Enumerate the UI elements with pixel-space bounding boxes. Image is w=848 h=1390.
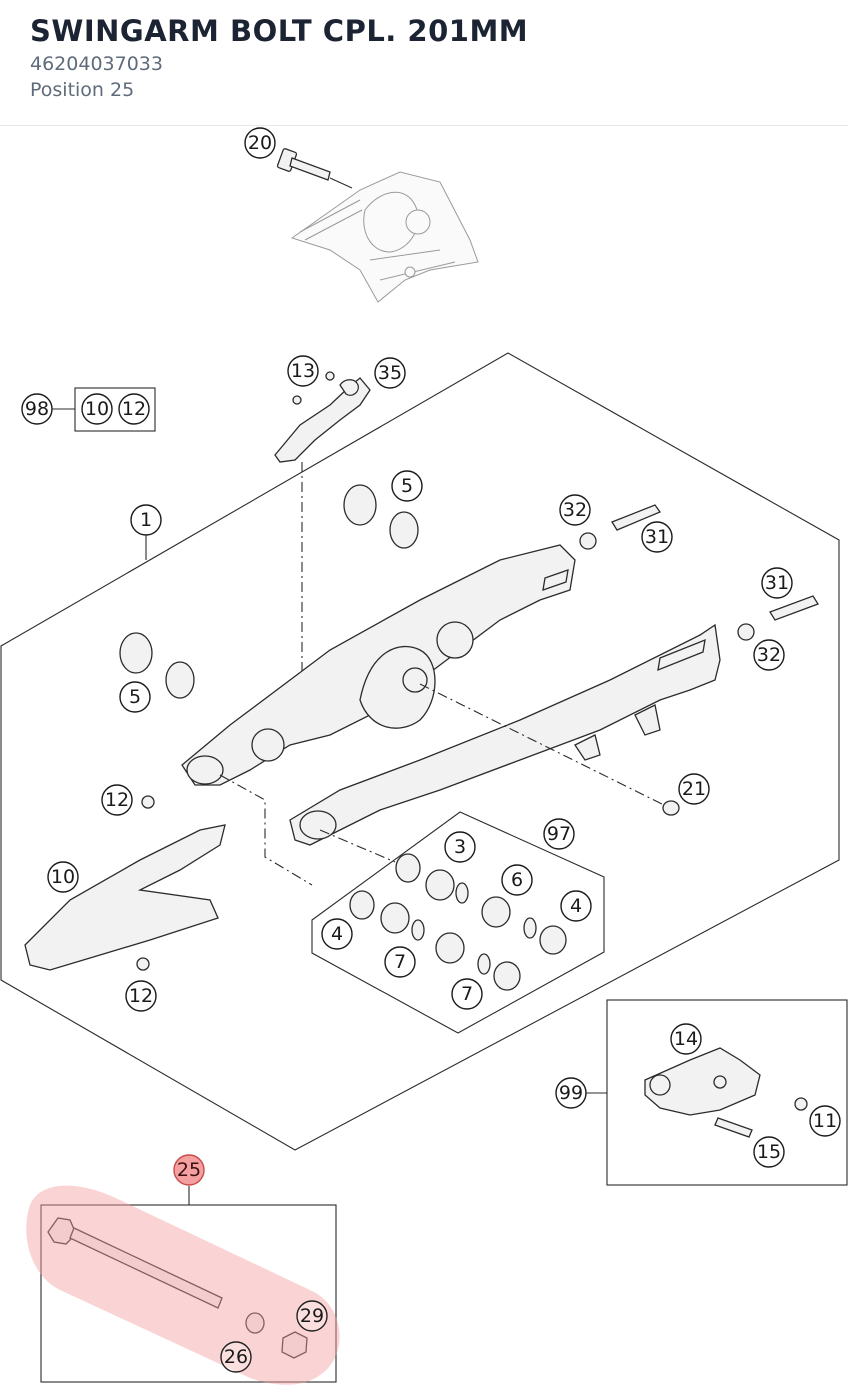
callout-10[interactable]: 10	[47, 861, 79, 893]
selected-part-highlight	[26, 1185, 340, 1385]
svg-text:11: 11	[813, 1110, 837, 1132]
callout-12-lower[interactable]: 12	[125, 980, 157, 1012]
svg-text:20: 20	[248, 132, 272, 154]
callout-5-upper[interactable]: 5	[391, 470, 423, 502]
callout-26[interactable]: 26	[220, 1341, 252, 1373]
chain-slider-bracket	[274, 371, 371, 463]
callout-98[interactable]: 98	[21, 393, 53, 425]
main-assembly-outline	[0, 352, 840, 1151]
svg-text:7: 7	[461, 983, 473, 1005]
svg-text:10: 10	[51, 866, 75, 888]
callout-21[interactable]: 21	[678, 773, 710, 805]
svg-text:26: 26	[224, 1346, 248, 1368]
svg-text:7: 7	[394, 951, 406, 973]
svg-text:12: 12	[122, 398, 146, 420]
part-26-washer	[245, 1312, 265, 1334]
part-5-seals-lower	[119, 632, 195, 699]
callout-97[interactable]: 97	[543, 818, 575, 850]
kit-97-bearings	[349, 853, 567, 991]
callout-98-10[interactable]: 10	[81, 393, 113, 425]
part-31-32-upper	[579, 504, 662, 550]
svg-text:25: 25	[177, 1159, 201, 1181]
callout-35[interactable]: 35	[374, 357, 406, 389]
callout-20[interactable]: 20	[244, 127, 276, 159]
callout-4-right[interactable]: 4	[560, 890, 592, 922]
callout-31-lower[interactable]: 31	[761, 567, 793, 599]
kit-97-outline	[311, 811, 605, 1034]
part-14-chain-guide	[644, 1047, 761, 1116]
swingarm-body	[181, 544, 721, 846]
svg-text:12: 12	[105, 789, 129, 811]
callout-14[interactable]: 14	[670, 1023, 702, 1055]
callout-3[interactable]: 3	[444, 831, 476, 863]
part-31-32-lower	[737, 595, 819, 641]
part-5-seals-upper	[343, 484, 419, 549]
callout-7-left[interactable]: 7	[384, 946, 416, 978]
svg-text:5: 5	[129, 686, 141, 708]
callout-1[interactable]: 1	[130, 504, 162, 536]
svg-text:98: 98	[25, 398, 49, 420]
exploded-parts-diagram: 20 13 35 98 10 12 1 5 5 32 31 31 32 21 1…	[0, 127, 848, 1385]
svg-text:99: 99	[559, 1082, 583, 1104]
page-header: SWINGARM BOLT CPL. 201MM 46204037033 Pos…	[0, 0, 848, 126]
callout-98-12[interactable]: 12	[118, 393, 150, 425]
callout-31-upper[interactable]: 31	[641, 521, 673, 553]
callout-32-upper[interactable]: 32	[559, 494, 591, 526]
callout-4-left[interactable]: 4	[321, 918, 353, 950]
part-10-chain-slider	[24, 824, 226, 971]
svg-text:1: 1	[140, 509, 152, 531]
svg-text:12: 12	[129, 985, 153, 1007]
svg-text:4: 4	[331, 923, 343, 945]
frame-reference-drawing	[290, 171, 479, 303]
svg-text:97: 97	[547, 823, 571, 845]
part-12-bolt-upper	[141, 795, 155, 809]
svg-text:4: 4	[570, 895, 582, 917]
callout-5-lower[interactable]: 5	[119, 681, 151, 713]
callout-12-upper[interactable]: 12	[101, 784, 133, 816]
svg-text:32: 32	[757, 644, 781, 666]
part-15-bolt	[714, 1117, 753, 1138]
svg-text:6: 6	[511, 869, 523, 891]
part-21-plug	[662, 800, 680, 816]
svg-text:29: 29	[300, 1305, 324, 1327]
svg-text:21: 21	[682, 778, 706, 800]
svg-text:35: 35	[378, 362, 402, 384]
svg-text:31: 31	[645, 526, 669, 548]
part-20-bolt	[276, 148, 331, 181]
part-number: 46204037033	[30, 53, 163, 75]
svg-text:14: 14	[674, 1028, 698, 1050]
callout-15[interactable]: 15	[753, 1136, 785, 1168]
svg-text:32: 32	[563, 499, 587, 521]
callout-25-selected[interactable]: 25	[173, 1154, 205, 1186]
part-11-bolt	[794, 1097, 808, 1111]
callout-13[interactable]: 13	[287, 355, 319, 387]
svg-text:31: 31	[765, 572, 789, 594]
callout-99[interactable]: 99	[555, 1077, 587, 1109]
callout-32-lower[interactable]: 32	[753, 639, 785, 671]
callout-6[interactable]: 6	[501, 864, 533, 896]
callout-29[interactable]: 29	[296, 1300, 328, 1332]
svg-text:10: 10	[85, 398, 109, 420]
page-title: SWINGARM BOLT CPL. 201MM	[30, 14, 529, 48]
svg-text:15: 15	[757, 1141, 781, 1163]
callout-7-right[interactable]: 7	[451, 978, 483, 1010]
position-label: Position 25	[30, 79, 135, 101]
part-29-nut	[281, 1331, 308, 1359]
swingarm-bolt-group-box	[40, 1204, 337, 1383]
svg-text:5: 5	[401, 475, 413, 497]
svg-text:13: 13	[291, 360, 315, 382]
svg-text:3: 3	[454, 836, 466, 858]
part-25-swingarm-bolt	[47, 1217, 223, 1309]
callout-11[interactable]: 11	[809, 1105, 841, 1137]
part-12-bolt-lower	[136, 957, 150, 971]
